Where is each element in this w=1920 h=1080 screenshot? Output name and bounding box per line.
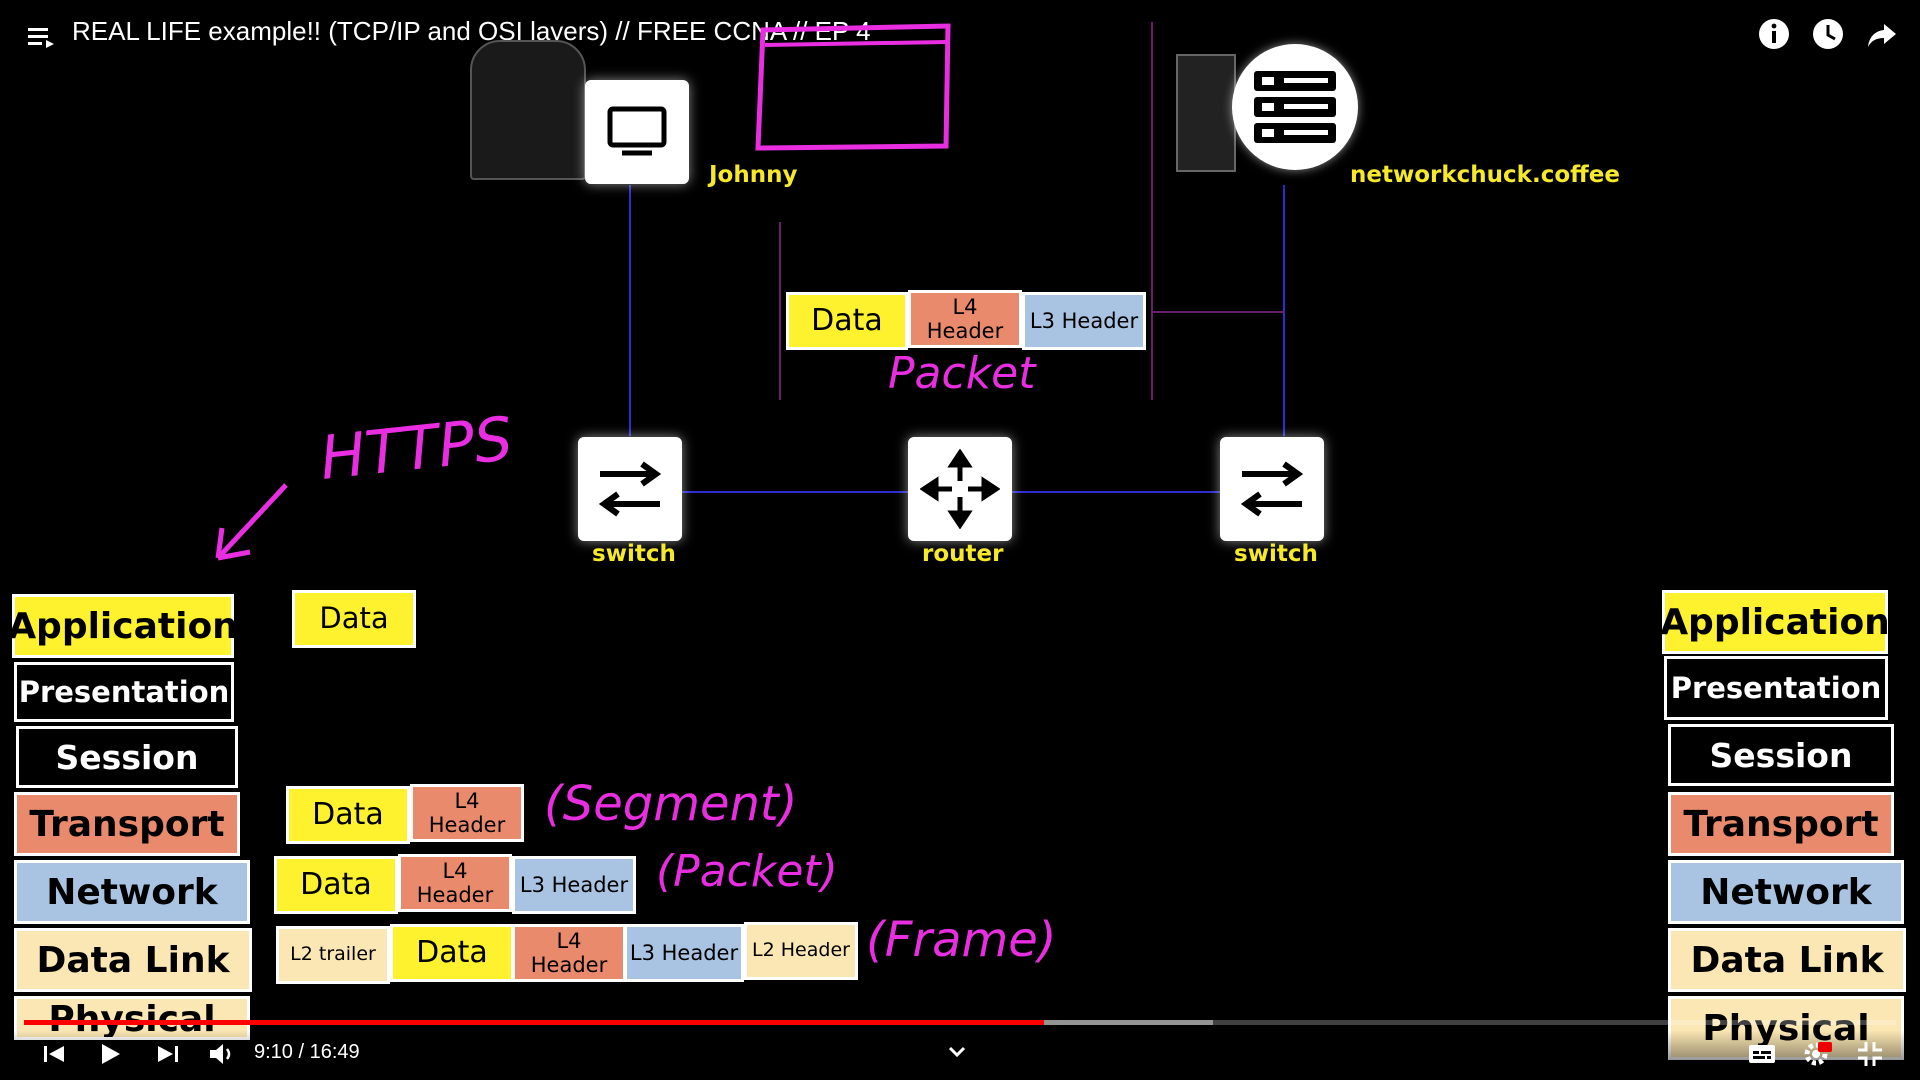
- info-icon[interactable]: [1756, 16, 1792, 52]
- server-icon: [1254, 71, 1336, 143]
- top-bar: [0, 0, 1920, 80]
- switch-icon: [598, 461, 662, 517]
- volume-icon[interactable]: [206, 1038, 238, 1070]
- layer-presentation: Presentation: [14, 662, 234, 722]
- packet-l3: L3 Header: [512, 856, 636, 914]
- frame-l3: L3 Header: [624, 924, 744, 982]
- layer-datalink: Data Link: [14, 928, 252, 992]
- arrow-icon: [215, 483, 288, 561]
- switch-left: [578, 437, 682, 541]
- frame-caption: (Frame): [866, 912, 1057, 968]
- video-title[interactable]: REAL LIFE example!! (TCP/IP and OSI laye…: [72, 16, 871, 46]
- subtitles-icon[interactable]: [1746, 1038, 1778, 1070]
- presenter-image: [470, 40, 586, 180]
- frame-data: Data: [390, 924, 514, 982]
- settings-icon[interactable]: [1800, 1038, 1832, 1070]
- packet-l4: L4 Header: [398, 854, 512, 912]
- switch-right: [1220, 437, 1324, 541]
- router-label: router: [922, 541, 1004, 567]
- router-icon: [920, 449, 1000, 529]
- share-icon[interactable]: [1864, 16, 1900, 52]
- layer-transport: Transport: [1668, 792, 1894, 856]
- layer-session: Session: [1668, 724, 1894, 786]
- segment-data: Data: [286, 786, 410, 844]
- chevron-down-icon[interactable]: [944, 1040, 970, 1064]
- coffee-bag-image: [1176, 54, 1236, 172]
- packet-caption: (Packet): [656, 846, 838, 897]
- player-controls: [0, 1030, 1920, 1080]
- segment-l4: L4 Header: [410, 784, 524, 842]
- layer-network: Network: [1668, 860, 1904, 924]
- layer-session: Session: [16, 726, 238, 788]
- packet-top-data: Data: [786, 292, 908, 350]
- layer-application: Application: [1660, 590, 1890, 654]
- time-display: 9:10 / 16:49: [254, 1041, 360, 1063]
- client-label: Johnny: [709, 162, 798, 188]
- layer-transport: Transport: [14, 792, 240, 856]
- layer-network: Network: [14, 860, 250, 924]
- layer-presentation: Presentation: [1664, 656, 1888, 720]
- layer-application: Application: [8, 594, 238, 658]
- switch-left-label: switch: [592, 541, 676, 567]
- progress-played: [24, 1020, 1045, 1025]
- layer-datalink: Data Link: [1668, 928, 1906, 992]
- frame-l2-header: L2 Header: [744, 922, 858, 980]
- frame-l2-trailer: L2 trailer: [276, 926, 390, 984]
- router: [908, 437, 1012, 541]
- exit-fullscreen-icon[interactable]: [1854, 1038, 1886, 1070]
- server-node: [1232, 44, 1358, 170]
- switch-icon: [1240, 461, 1304, 517]
- packet-top-caption: Packet: [888, 348, 1036, 399]
- app-data-block: Data: [292, 590, 416, 648]
- previous-icon[interactable]: [38, 1038, 70, 1070]
- client-computer: [585, 80, 689, 184]
- packet-top-l4: L4 Header: [908, 290, 1022, 348]
- packet-data: Data: [274, 856, 398, 914]
- play-icon[interactable]: [94, 1038, 126, 1070]
- next-icon[interactable]: [152, 1038, 184, 1070]
- playlist-icon[interactable]: [26, 22, 56, 52]
- frame-l4: L4 Header: [512, 924, 626, 982]
- watch-later-icon[interactable]: [1810, 16, 1846, 52]
- switch-right-label: switch: [1234, 541, 1318, 567]
- monitor-icon: [607, 106, 667, 156]
- server-label: networkchuck.coffee: [1350, 162, 1620, 188]
- segment-caption: (Segment): [544, 776, 798, 832]
- packet-top-l3: L3 Header: [1022, 292, 1146, 350]
